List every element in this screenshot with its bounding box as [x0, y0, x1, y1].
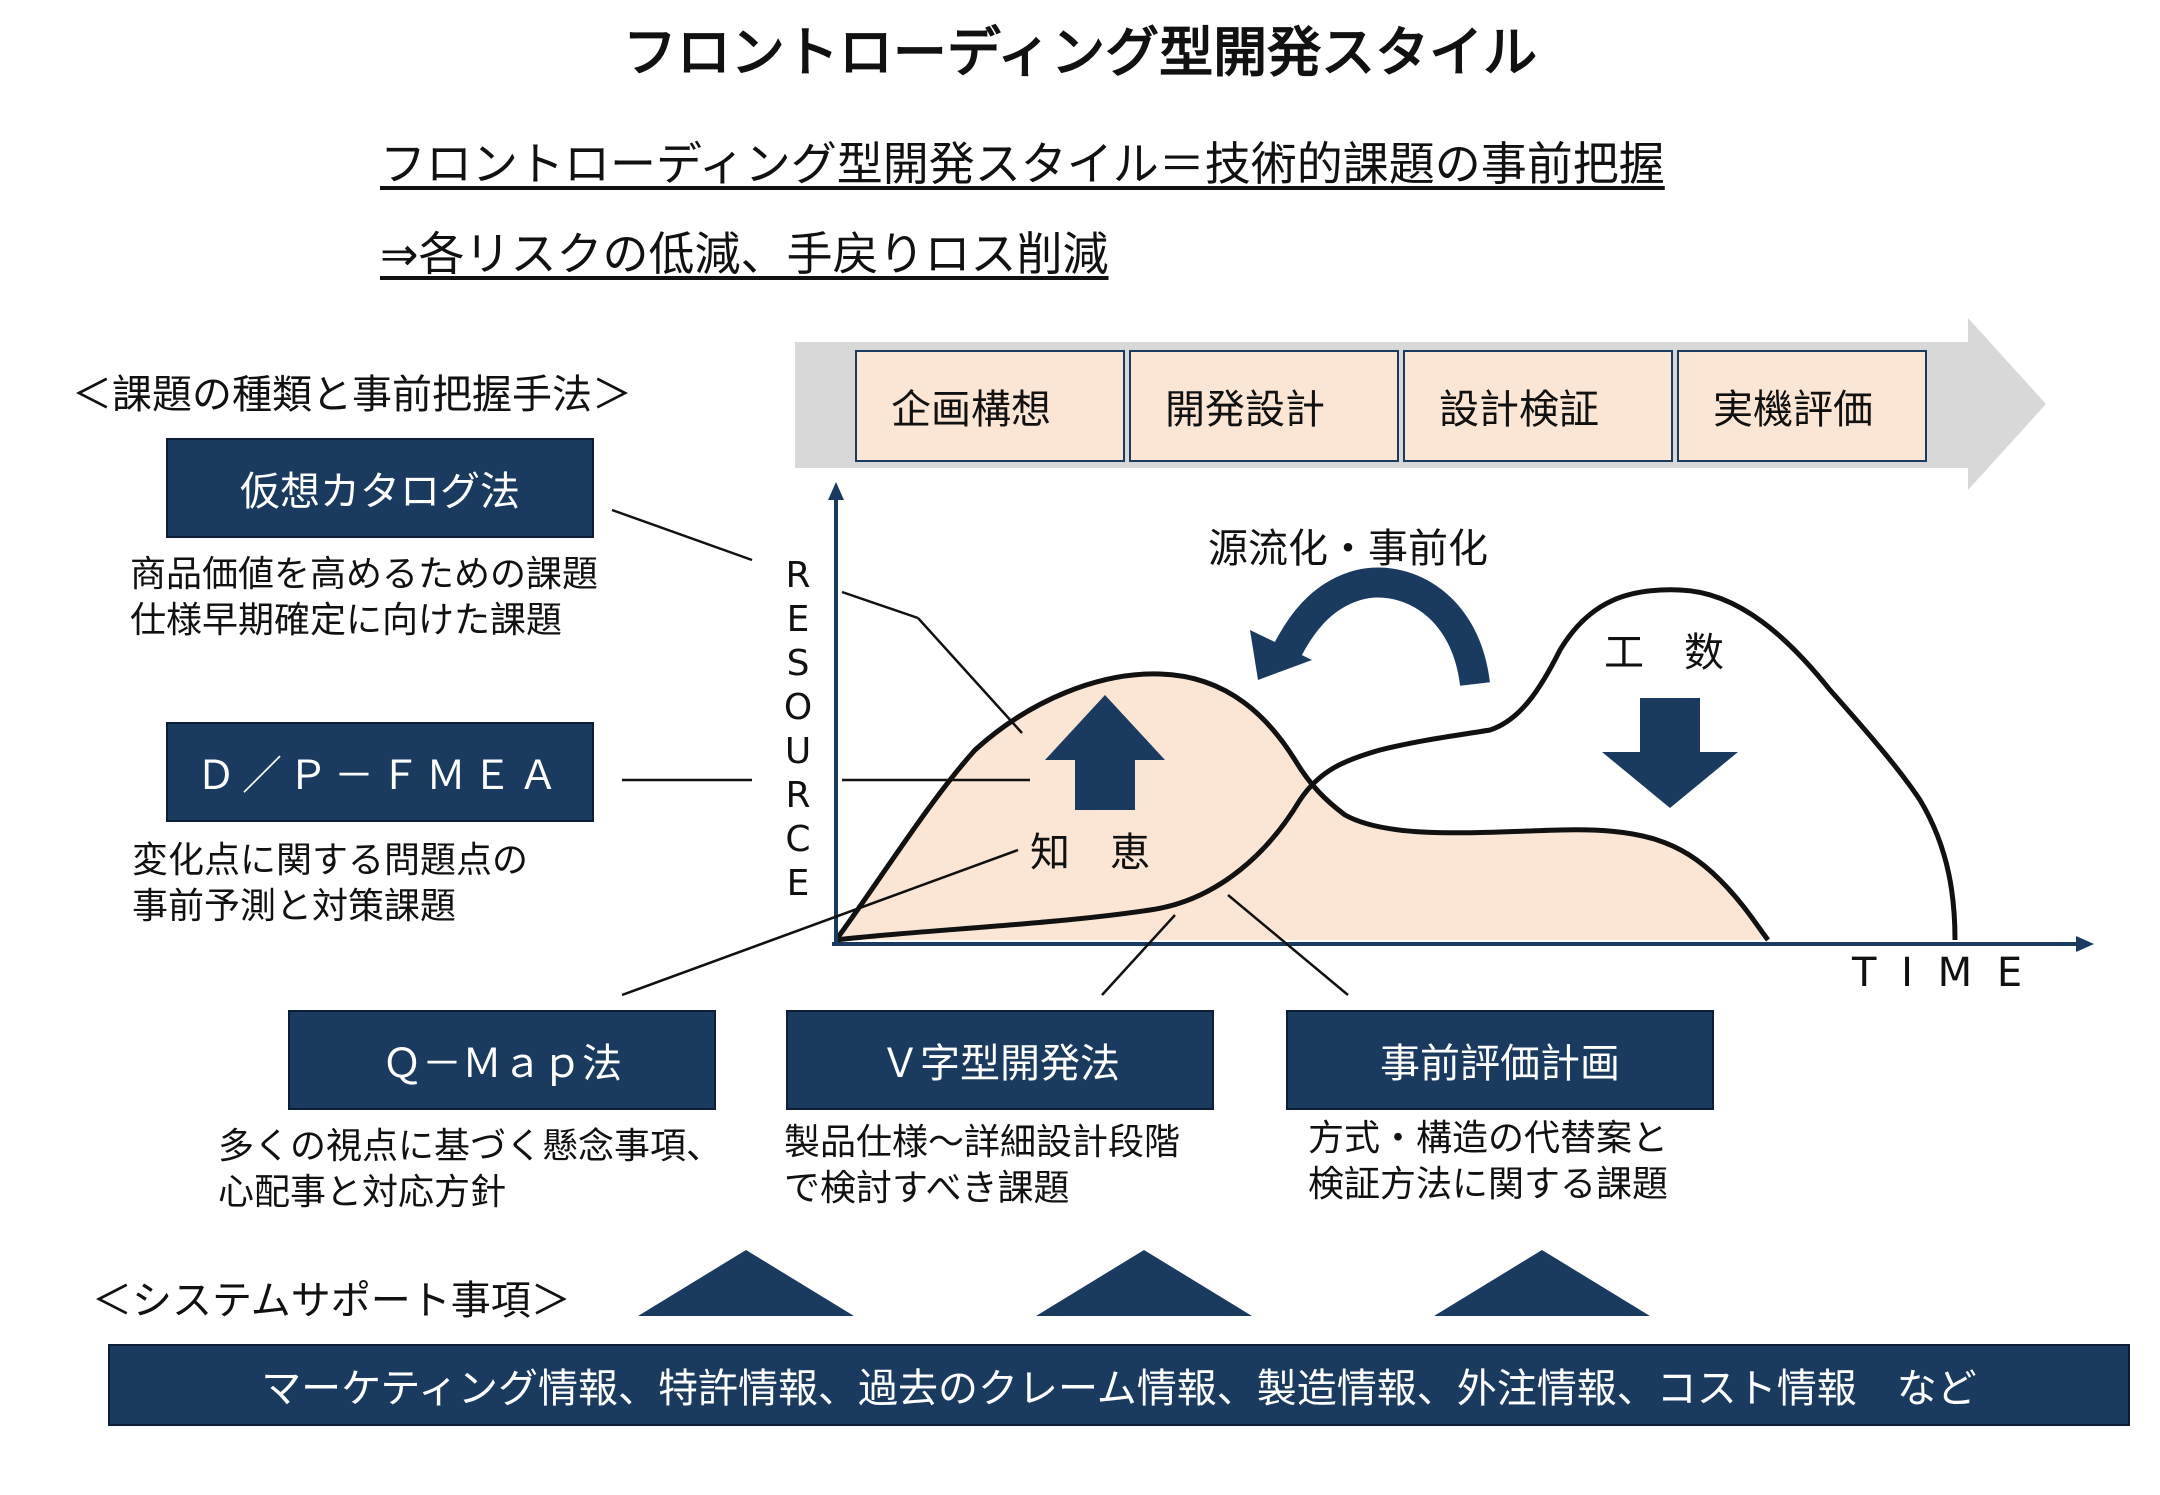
method-fmea: Ｄ／Ｐ－ＦＭＥＡ: [166, 722, 594, 822]
connector-vmodel: [1101, 914, 1176, 996]
workload-down-arrow: [1602, 698, 1738, 808]
method-qmap-desc-2: 心配事と対応方針: [218, 1172, 507, 1213]
workload-label: 工 数: [1604, 630, 1724, 676]
methods-section-heading: ＜課題の種類と事前把握手法＞: [72, 372, 632, 418]
knowledge-up-arrow: [1045, 695, 1165, 810]
method-vmodel-desc-2: で検討すべき課題: [784, 1168, 1070, 1209]
phase-prototype-evaluation: 実機評価: [1677, 350, 1927, 462]
method-qmap-desc-1: 多くの視点に基づく懸念事項、: [218, 1126, 723, 1167]
support-triangle-3: [1434, 1250, 1650, 1316]
connector-qmap: [621, 848, 1019, 997]
connector-virtual-catalog: [611, 508, 753, 562]
knowledge-curve: [833, 671, 1770, 942]
method-pre-eval: 事前評価計画: [1286, 1010, 1714, 1110]
connector-resource-knowledge: [841, 590, 919, 620]
method-pre-eval-desc-2: 検証方法に関する課題: [1308, 1164, 1669, 1205]
x-axis-label: T I M E: [1852, 950, 2029, 996]
phase-development-design: 開発設計: [1129, 350, 1399, 462]
subtitle-line-2: ⇒各リスクの低減、手戻りロス削減: [380, 227, 1109, 281]
phase-design-verification: 設計検証: [1403, 350, 1673, 462]
subtitle-line-1: フロントローディング型開発スタイル＝技術的課題の事前把握: [380, 137, 1665, 191]
knowledge-label: 知 恵: [1030, 830, 1150, 876]
connector-pre-eval: [1227, 894, 1349, 996]
shift-curved-arrowhead: [1250, 630, 1312, 680]
page-title: フロントローディング型開発スタイル: [622, 21, 1538, 84]
system-support-bar: マーケティング情報、特許情報、過去のクレーム情報、製造情報、外注情報、コスト情報…: [108, 1344, 2130, 1426]
method-vmodel: Ｖ字型開発法: [786, 1010, 1214, 1110]
method-virtual-catalog: 仮想カタログ法: [166, 438, 594, 538]
shift-label: 源流化・事前化: [1208, 526, 1488, 572]
method-qmap: Ｑ－Ｍａｐ法: [288, 1010, 716, 1110]
system-section-heading: ＜システムサポート事項＞: [92, 1278, 571, 1324]
connector-knowledge-area: [917, 617, 1023, 734]
method-virtual-catalog-desc-1: 商品価値を高めるための課題: [130, 554, 599, 595]
method-pre-eval-desc-1: 方式・構造の代替案と: [1308, 1118, 1669, 1159]
method-fmea-desc-2: 事前予測と対策課題: [132, 886, 457, 927]
method-vmodel-desc-1: 製品仕様～詳細設計段階: [784, 1122, 1181, 1163]
method-virtual-catalog-desc-2: 仕様早期確定に向けた課題: [130, 600, 563, 641]
phase-planning: 企画構想: [855, 350, 1125, 462]
workload-lower-area: [836, 800, 1345, 940]
workload-curve: [835, 587, 1958, 943]
x-axis-arrowhead: [2076, 936, 2094, 952]
support-triangle-1: [638, 1250, 854, 1316]
support-triangle-2: [1036, 1250, 1252, 1316]
shift-curved-arrow: [1271, 567, 1490, 687]
method-fmea-desc-1: 変化点に関する問題点の: [132, 840, 529, 881]
y-axis-arrowhead: [828, 482, 844, 500]
